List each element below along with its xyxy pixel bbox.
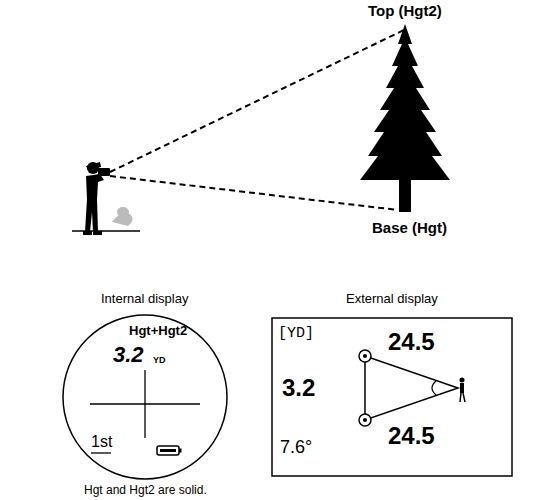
- unit-label: YD: [153, 356, 166, 365]
- display-heading: External display: [346, 292, 438, 305]
- eyepiece-outline: [63, 315, 227, 479]
- height-value: 3.2: [282, 376, 315, 400]
- person-figure: [83, 162, 110, 235]
- angle-arc: [432, 381, 436, 395]
- node-outline: [55, 286, 235, 482]
- top-label: Top (Hgt2): [368, 3, 442, 18]
- display-heading: Internal display: [101, 292, 188, 305]
- target-point: [363, 354, 367, 358]
- unit-label: [YD]: [278, 326, 314, 341]
- sight-line: [110, 176, 398, 210]
- external-display: External display [YD] 24.5 3.2 24.5 7.6°: [268, 286, 516, 482]
- target-point: [359, 350, 371, 362]
- angle-value: 7.6°: [280, 438, 312, 456]
- note-text: Hgt and Hgt2 are solid.: [84, 484, 207, 496]
- crosshair: [144, 370, 145, 438]
- base-label: Base (Hgt): [372, 220, 447, 235]
- internal-display: Internal displayHgt+Hgt2 3.2YD 1st: [55, 286, 235, 482]
- triangle-symbol: [365, 356, 458, 420]
- distance-value: 24.5: [388, 330, 435, 354]
- shadow-figure: [112, 207, 133, 226]
- target-point: [359, 414, 371, 426]
- battery-icon: [157, 446, 182, 455]
- priority-label: 1st: [91, 434, 112, 450]
- mode-label: Hgt+Hgt2: [129, 324, 187, 337]
- underline-mark: [91, 452, 111, 453]
- tree: [360, 24, 450, 212]
- lcd-outline: [272, 318, 512, 476]
- target-point: [363, 418, 367, 422]
- distance-value: 3.2: [113, 344, 144, 366]
- distance-value: 24.5: [388, 424, 435, 448]
- sight-line: [110, 30, 404, 172]
- person-icon: [460, 378, 466, 403]
- ground-line: [72, 230, 140, 232]
